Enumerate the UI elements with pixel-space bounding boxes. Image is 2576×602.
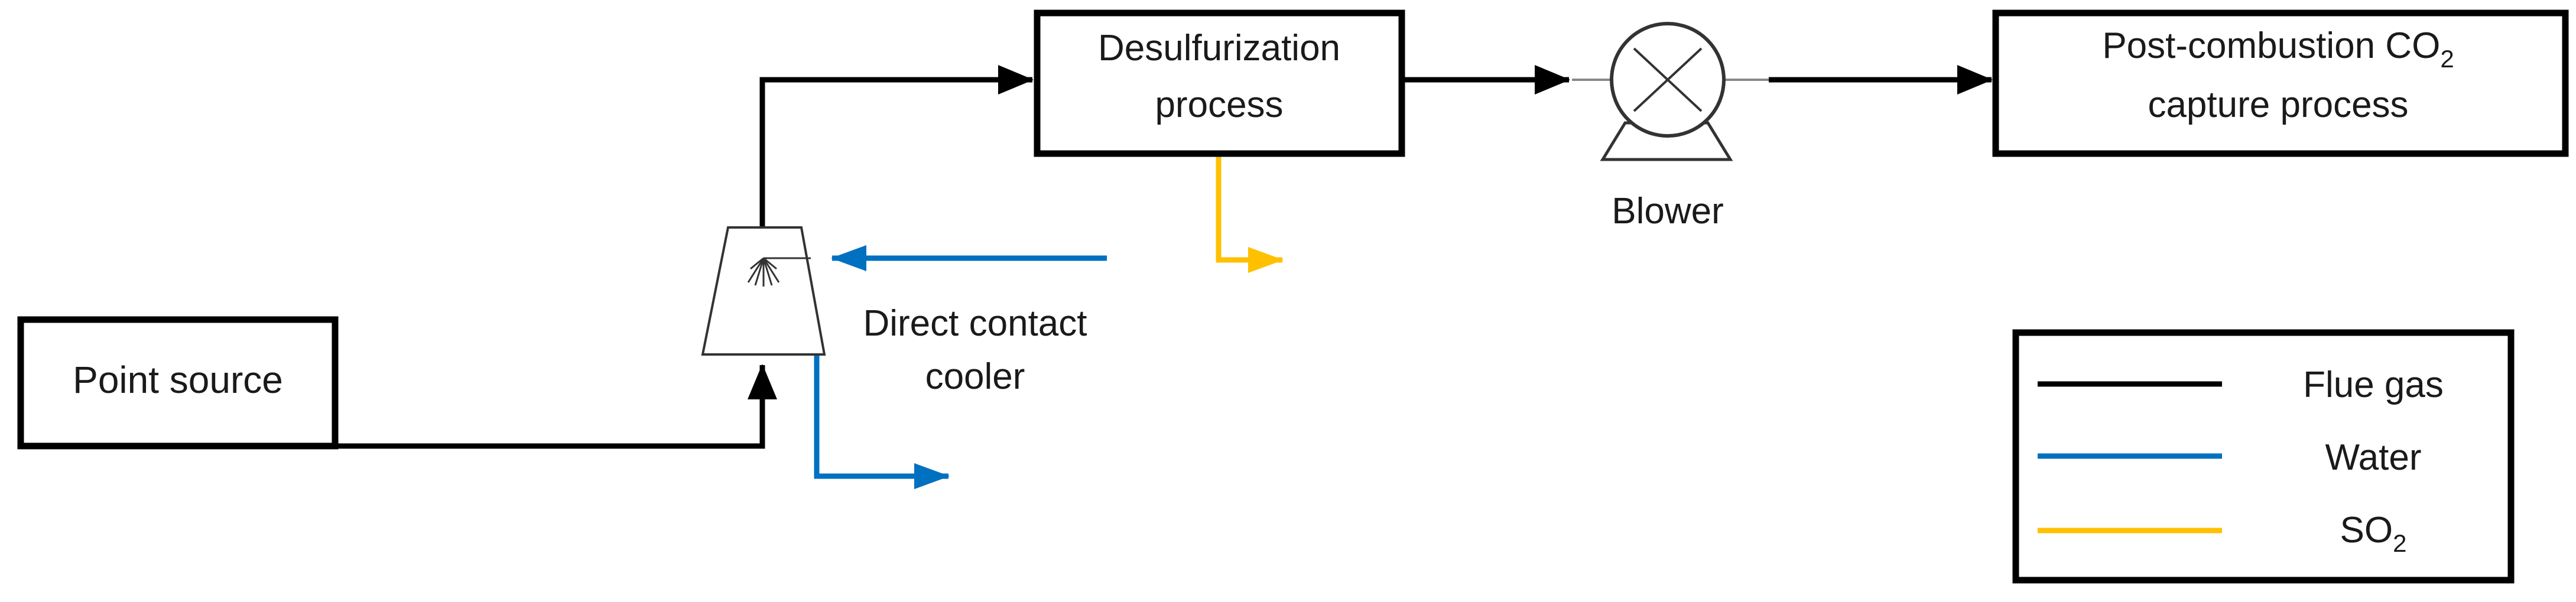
co2-capture-node: Post-combustion CO2 capture process [1992,9,2569,157]
legend-label-flue-gas: Flue gas [2303,365,2444,405]
legend: Flue gas Water SO2 [2012,329,2515,584]
point-source-label: Point source [73,359,283,401]
flue-gas-line-cooler-to-desulfurization [759,65,1034,227]
co2-capture-label-subscript: 2 [2440,45,2454,73]
water-outlet-line [814,354,950,489]
spray-nozzle-icon [747,257,811,287]
co2-capture-label-line1: Post-combustion CO2 [2102,25,2454,73]
so2-outlet-line [1216,154,1284,273]
legend-label-so2-subscript: 2 [2393,529,2406,557]
co2-capture-label-line2: capture process [2148,84,2408,125]
legend-label-so2-main: SO [2340,510,2393,551]
legend-label-so2: SO2 [2340,510,2407,557]
point-source-node: Point source [17,316,339,450]
blower-label: Blower [1612,191,1724,232]
flue-gas-line-source-to-cooler [338,364,777,449]
desulfurization-label-line1: Desulfurization [1098,28,1340,69]
legend-label-water: Water [2325,437,2421,478]
cooler-vessel [701,226,826,356]
legend-box [2012,329,2515,584]
desulfurization-node: Desulfurization process [1034,9,1405,157]
cooler-label-line1: Direct contact [863,303,1087,344]
desulfurization-label-line2: process [1155,84,1283,125]
co2-capture-label-main: Post-combustion CO [2102,25,2440,66]
blower-node [1572,22,1769,161]
cooler-label-line2: cooler [925,356,1025,397]
direct-contact-cooler [701,226,826,356]
fan-blade-icon [1633,47,1703,112]
